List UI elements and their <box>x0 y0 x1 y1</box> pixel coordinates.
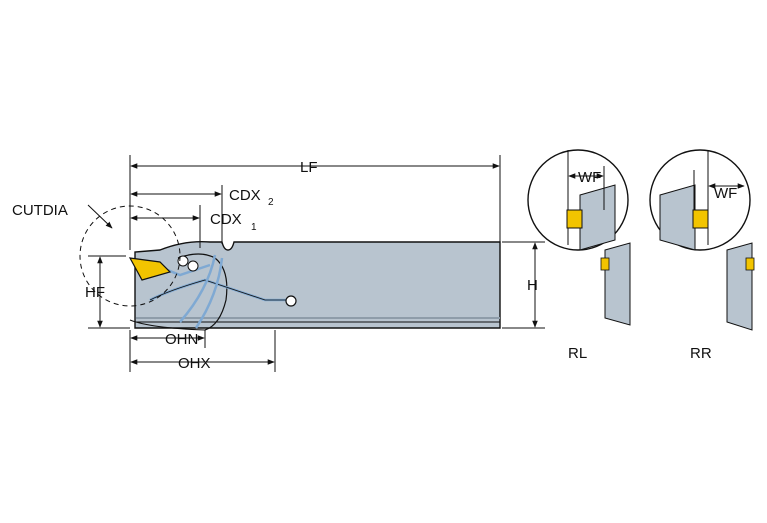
rl-detail: WF RL <box>527 149 631 362</box>
cutting-insert <box>128 257 172 281</box>
ohx-label: OHX <box>178 355 211 372</box>
cutdia-label: CUTDIA <box>12 202 68 219</box>
tool-body <box>134 240 501 329</box>
cdx2-subscript: 2 <box>268 197 274 208</box>
rl-label: RL <box>568 345 587 362</box>
tool-head <box>129 253 297 331</box>
lf-label: LF <box>300 159 318 176</box>
hf-label: HF <box>85 284 105 301</box>
dimension-lines <box>87 155 545 372</box>
h-label: H <box>527 277 538 294</box>
cdx2-label: CDX <box>229 187 261 204</box>
cdx1-label: CDX <box>210 211 242 228</box>
ohn-label: OHN <box>165 331 198 348</box>
wf-right-label: WF <box>714 185 737 202</box>
rr-detail: WF RR <box>649 149 755 362</box>
rr-label: RR <box>690 345 712 362</box>
cdx1-subscript: 1 <box>251 222 257 233</box>
wf-left-label: WF <box>578 169 601 186</box>
